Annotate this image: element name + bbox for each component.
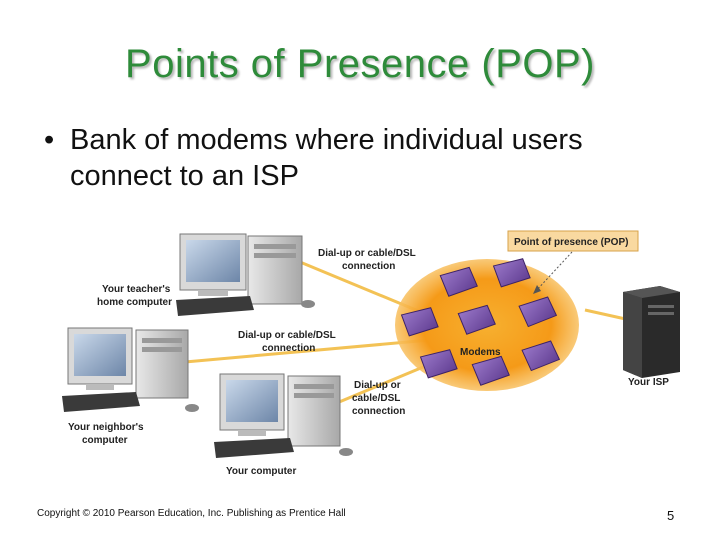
page-number: 5 [667, 508, 675, 523]
isp-label: Your ISP [628, 377, 669, 388]
modem-icon [419, 349, 458, 379]
modems-label: Modems [460, 347, 501, 358]
modem-icon [439, 266, 478, 297]
modem-icon [400, 307, 439, 337]
pop-callout-label: Point of presence (POP) [514, 237, 628, 248]
slide-title: Points of Presence (POP) [125, 42, 595, 86]
pop-pointer-arrow [534, 251, 573, 293]
connection-top-line2: connection [342, 261, 395, 272]
neighbor-label-line2: computer [82, 435, 128, 446]
link-isp [584, 308, 631, 322]
connection-top-line1: Dial-up or cable/DSL [318, 248, 416, 259]
neighbor-label-line1: Your neighbor's [68, 422, 144, 433]
teacher-label-line2: home computer [97, 297, 172, 308]
connection-middle-line1: Dial-up or cable/DSL [238, 330, 336, 341]
bullet-text: Bank of modems where individual users co… [70, 124, 583, 192]
connection-bottom-line1: Dial-up or [354, 380, 401, 391]
your-computer [214, 373, 353, 458]
connection-bottom-line2: cable/DSL [352, 393, 400, 404]
modem-icon [471, 355, 510, 386]
bullet-dot: • [44, 124, 55, 156]
connection-bottom-line3: connection [352, 406, 405, 417]
connection-middle-line2: connection [262, 343, 315, 354]
modem-icon [457, 304, 496, 335]
link-neighbor [184, 338, 431, 364]
arrowhead-icon [533, 285, 541, 294]
isp-server [623, 286, 680, 378]
your-computer-label: Your computer [226, 466, 296, 477]
teacher-computer [176, 233, 315, 316]
modem-icon [521, 340, 561, 372]
teacher-label-line1: Your teacher's [102, 284, 171, 295]
modem-bank [400, 258, 561, 386]
neighbor-computer [62, 327, 199, 412]
pop-callout-box [507, 230, 639, 252]
modem-icon [518, 296, 558, 328]
copyright-footer: Copyright © 2010 Pearson Education, Inc.… [37, 508, 346, 519]
modem-icon [492, 258, 531, 288]
